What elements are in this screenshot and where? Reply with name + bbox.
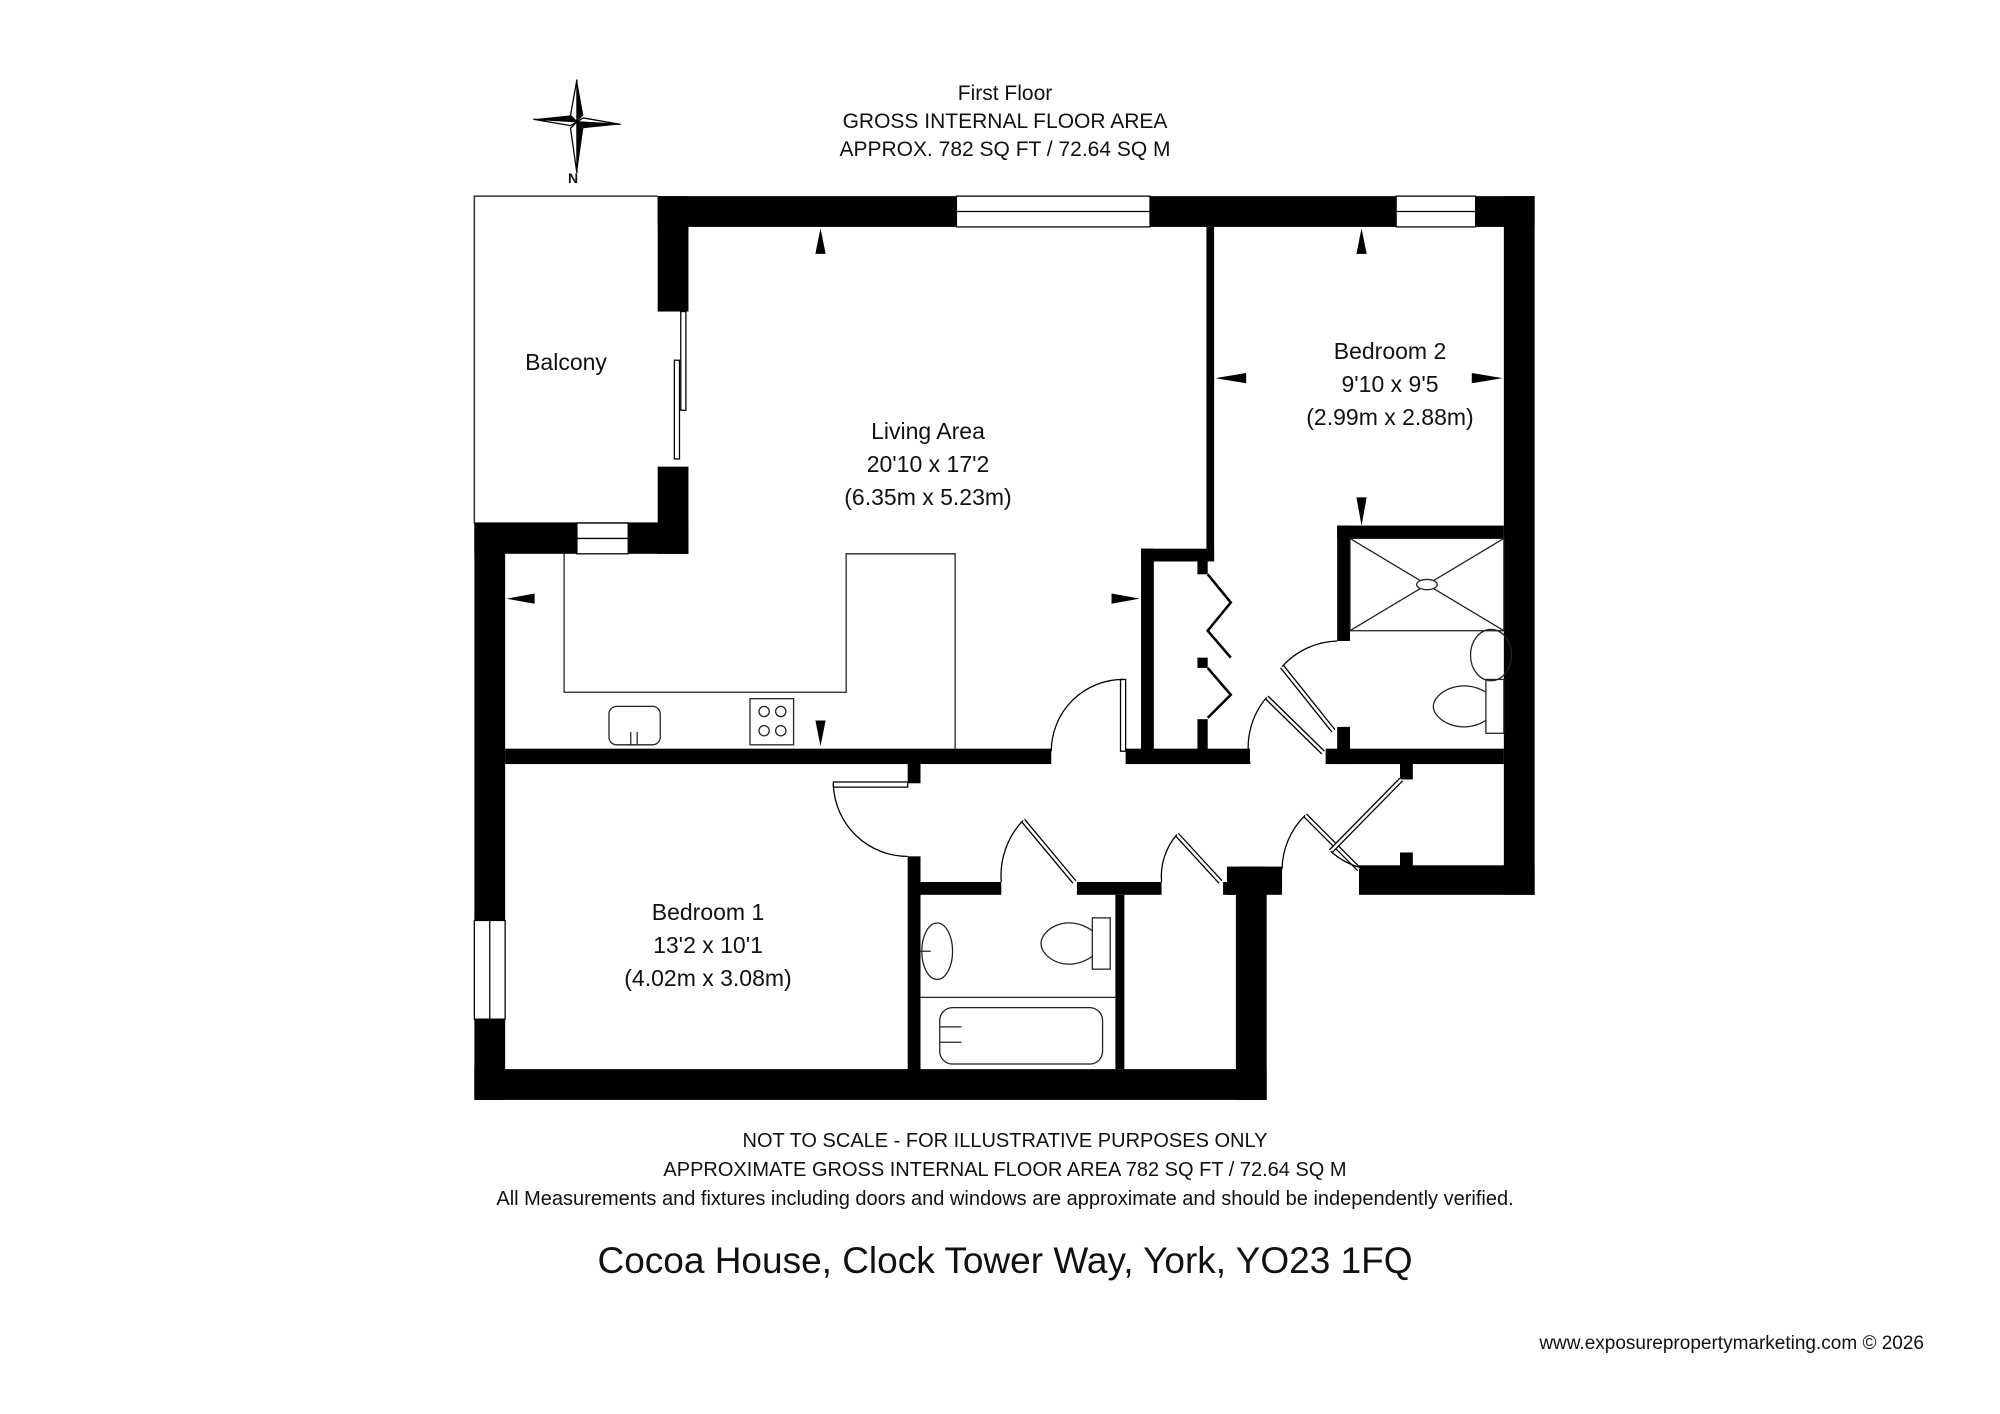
toilet-icon [1485,678,1505,734]
area-value: APPROX. 782 SQ FT / 72.64 SQ M [839,138,1171,161]
kitchen-sink-icon [608,705,661,746]
room-bedroom-1: Bedroom 1 13'2 x 10'1 (4.02m x 3.08m) [588,896,828,995]
room-imperial: 13'2 x 10'1 [653,932,763,958]
floor-title: First Floor [957,82,1053,105]
room-living-area: Living Area 20'10 x 17'2 (6.35m x 5.23m) [808,415,1048,514]
doors [832,573,1404,884]
room-name: Bedroom 1 [651,899,765,925]
kitchen-units [563,553,956,749]
walls [474,196,1535,1100]
en-suite-fixtures [1349,537,1513,734]
room-metric: (6.35m x 5.23m) [844,484,1012,510]
area-title: GROSS INTERNAL FLOOR AREA [842,110,1168,133]
website-link[interactable]: www.exposurepropertymarketing.com © 2026 [1539,1333,1924,1354]
disclaimer-area: APPROXIMATE GROSS INTERNAL FLOOR AREA 78… [663,1159,1347,1181]
bathroom-fixtures [920,917,1116,1065]
compass-rose-icon [533,79,621,174]
room-name: Bedroom 2 [1333,338,1447,364]
room-name: Living Area [871,418,985,444]
room-metric: (4.02m x 3.08m) [624,965,792,991]
room-balcony: Balcony [476,346,656,379]
dimension-arrows [506,228,1503,747]
basin-icon [1469,628,1513,682]
toilet-icon [1091,917,1111,970]
disclaimer-measurements: All Measurements and fixtures including … [496,1188,1514,1210]
room-imperial: 20'10 x 17'2 [866,451,990,477]
room-name: Balcony [525,349,607,375]
disclaimer-not-to-scale: NOT TO SCALE - FOR ILLUSTRATIVE PURPOSES… [742,1130,1268,1152]
room-metric: (2.99m x 2.88m) [1306,404,1474,430]
room-imperial: 9'10 x 9'5 [1341,371,1439,397]
bath-icon [939,1006,1104,1065]
property-address: Cocoa House, Clock Tower Way, York, YO23… [597,1240,1413,1281]
room-bedroom-2: Bedroom 2 9'10 x 9'5 (2.99m x 2.88m) [1270,335,1510,434]
windows [473,195,1477,1020]
shower-tray-icon [1349,537,1505,632]
hob-icon [749,698,795,746]
compass-north-label: N [568,170,579,186]
